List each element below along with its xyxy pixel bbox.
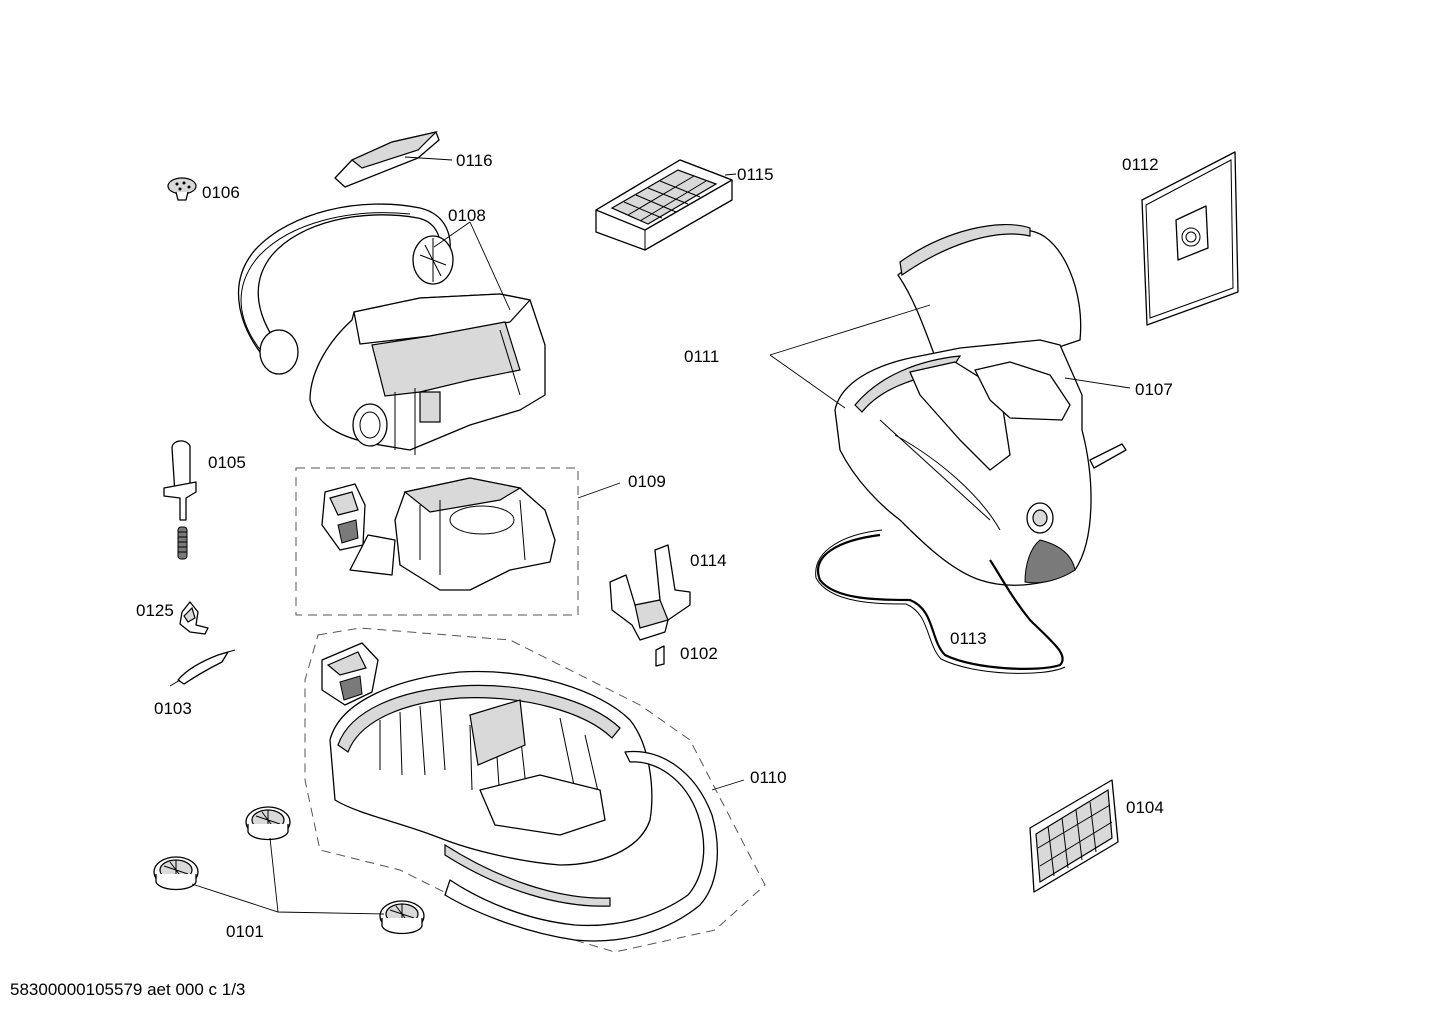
drawing-reference-number: 58300000105579 aet 000 c 1/3: [10, 980, 246, 999]
castor-wheel-3: [379, 900, 425, 935]
part-0105-pin-spring[interactable]: [163, 440, 197, 560]
part-0111-main-body-and-lid[interactable]: [769, 223, 1131, 586]
part-0106-knob[interactable]: [167, 177, 197, 201]
part-0116-handle-strip[interactable]: [334, 130, 453, 188]
part-0102-clip[interactable]: [655, 645, 665, 667]
part-0112-dust-bag[interactable]: [1141, 151, 1239, 326]
label-0104: 0104: [1126, 798, 1164, 817]
part-0109-motor-mount[interactable]: [295, 467, 621, 616]
label-0109: 0109: [628, 472, 666, 491]
label-0112: 0112: [1122, 155, 1159, 174]
label-0115: 0115: [737, 165, 774, 184]
part-0103-cable-clip[interactable]: [169, 649, 236, 687]
part-labels: 0116 0106 0115 0108 0112 0111 0107 0105 …: [136, 151, 1173, 941]
label-0101: 0101: [226, 922, 264, 941]
label-0110: 0110: [750, 768, 787, 787]
label-0102: 0102: [680, 644, 718, 663]
label-0125: 0125: [136, 601, 174, 620]
label-0105: 0105: [208, 453, 246, 472]
label-0113: 0113: [950, 629, 987, 648]
label-0103: 0103: [154, 699, 192, 718]
castor-wheel-2: [153, 856, 199, 891]
label-0116: 0116: [456, 151, 493, 170]
part-0108-handle-and-top-housing[interactable]: [237, 203, 546, 455]
part-0115-filter-cartridge[interactable]: [595, 159, 737, 251]
label-0114: 0114: [690, 551, 727, 570]
part-0114-bracket[interactable]: [609, 544, 691, 641]
label-0108: 0108: [448, 206, 486, 225]
part-0101-castor-wheels[interactable]: [153, 806, 425, 935]
part-0125-latch[interactable]: [179, 601, 209, 635]
label-0111: 0111: [684, 347, 719, 366]
label-0106: 0106: [202, 183, 240, 202]
label-0107: 0107: [1135, 380, 1173, 399]
part-0110-bottom-housing[interactable]: [304, 627, 766, 953]
part-0104-grille-filter[interactable]: [1029, 779, 1119, 893]
castor-wheel-1: [245, 806, 291, 841]
part-0113-seal-gasket[interactable]: [815, 529, 1066, 674]
